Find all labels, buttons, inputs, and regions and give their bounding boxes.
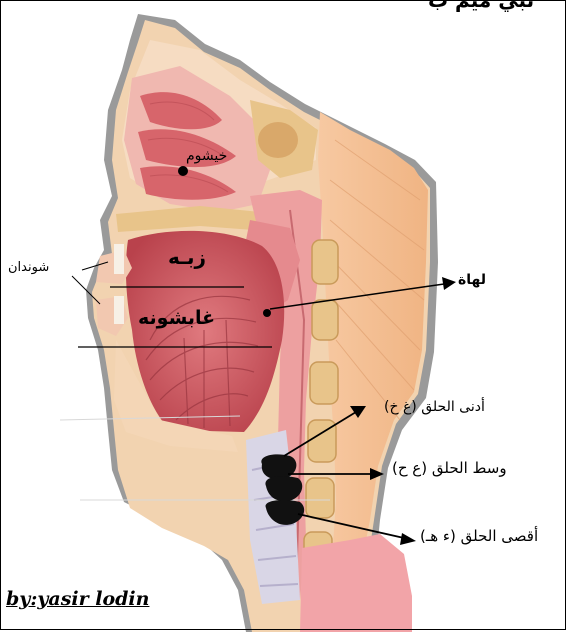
label-lahat: لهاة [458, 273, 486, 287]
label-aqsa-halq: أقصى الحلق (ء هـ) [420, 529, 538, 544]
label-wasat-halq: وسط الحلق (ع ح) [392, 461, 507, 476]
author-credit: by:yasir lodin [6, 590, 149, 609]
label-adna-halq: أدنى الحلق (غ خ) [384, 400, 485, 414]
page-title: نبي ميم ب [428, 0, 534, 10]
label-ghabshuna: غابشونه [138, 309, 215, 328]
label-zubba: زبـه [168, 247, 206, 267]
label-shawandan: شوندان [8, 261, 49, 274]
label-khayshum: خيشوم [186, 149, 227, 163]
